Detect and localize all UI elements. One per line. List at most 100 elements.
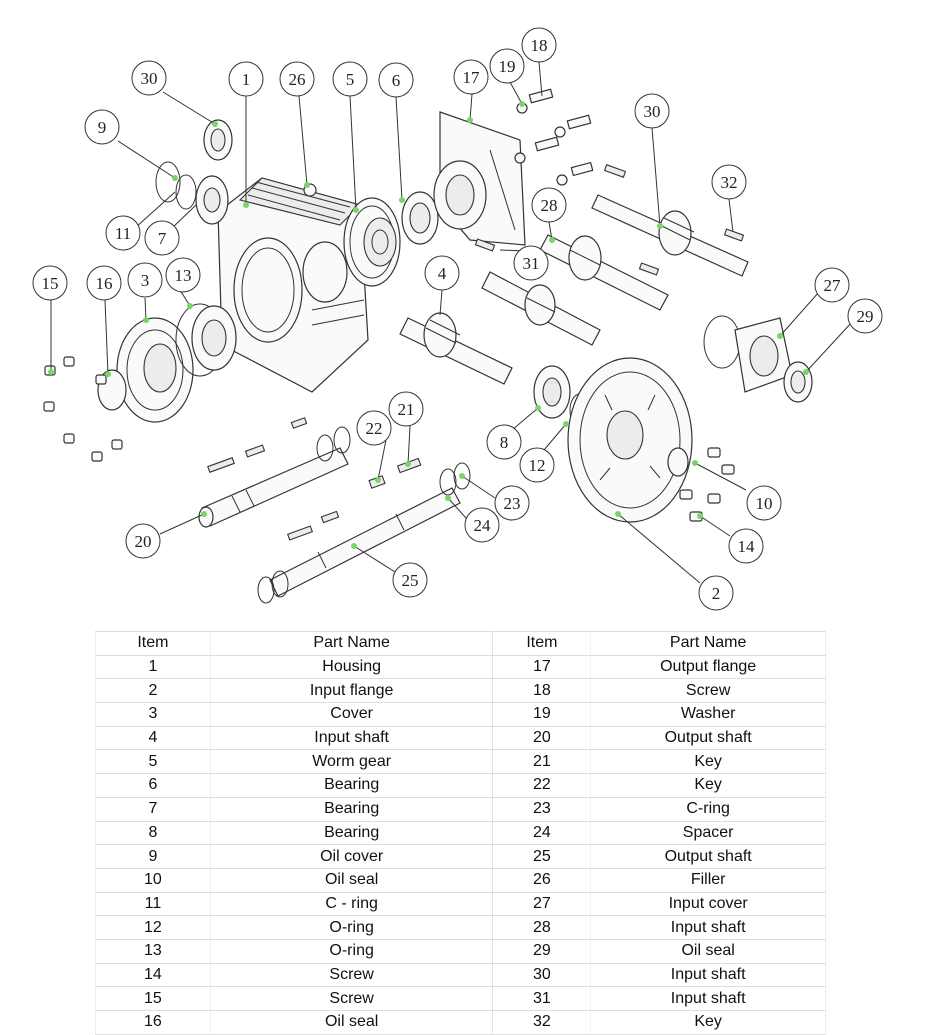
callout-17: 17 <box>453 59 489 95</box>
item-number: 17 <box>492 655 591 680</box>
part-name: Oil cover <box>209 844 494 869</box>
callout-6: 6 <box>378 62 414 98</box>
screws-washers-18-19 <box>514 88 594 186</box>
callout-label: 21 <box>398 400 415 419</box>
callout-3: 3 <box>127 262 163 298</box>
callout-label: 8 <box>500 433 509 452</box>
callout-label: 27 <box>824 276 842 295</box>
callout-label: 18 <box>531 36 548 55</box>
item-number: 22 <box>492 773 591 798</box>
item-number: 5 <box>95 749 211 775</box>
callout-13: 13 <box>165 257 201 293</box>
callout-14: 14 <box>728 528 764 564</box>
part-name: Input shaft <box>590 963 826 988</box>
item-number: 23 <box>492 797 591 822</box>
part-name: Key <box>590 1010 826 1035</box>
callout-label: 19 <box>499 57 516 76</box>
item-number: 18 <box>492 678 591 704</box>
callout-label: 11 <box>115 224 131 243</box>
callout-15: 15 <box>32 265 68 301</box>
header-part-name-left: Part Name <box>209 631 494 656</box>
callout-29: 29 <box>847 298 883 334</box>
input-flange-part <box>567 357 693 523</box>
part-name: Screw <box>590 678 826 704</box>
item-number: 16 <box>95 1010 211 1035</box>
part-name: Cover <box>209 702 494 727</box>
item-number: 14 <box>95 963 211 988</box>
callout-11: 11 <box>105 215 141 251</box>
part-name: Worm gear <box>209 749 494 775</box>
callout-4: 4 <box>424 255 460 291</box>
part-name: Bearing <box>209 821 494 846</box>
callout-7: 7 <box>144 220 180 256</box>
o-ring-large <box>703 315 741 369</box>
header-item-right: Item <box>492 631 591 656</box>
item-number: 1 <box>95 655 211 680</box>
callout-label: 9 <box>98 118 107 137</box>
output-shaft-20-part <box>198 417 351 528</box>
callout-32: 32 <box>711 164 747 200</box>
part-name: O-ring <box>209 939 494 964</box>
callout-label: 30 <box>644 102 661 121</box>
item-number: 12 <box>95 915 211 940</box>
part-name: Screw <box>209 986 494 1011</box>
callout-label: 22 <box>366 419 383 438</box>
callout-30-right: 30 <box>634 93 670 129</box>
callout-label: 31 <box>523 254 540 273</box>
callout-label: 7 <box>158 229 167 248</box>
item-number: 6 <box>95 773 211 798</box>
item-number: 15 <box>95 986 211 1011</box>
callout-31: 31 <box>513 245 549 281</box>
callout-16: 16 <box>86 265 122 301</box>
item-number: 13 <box>95 939 211 964</box>
callout-label: 10 <box>756 494 773 513</box>
leader-lines <box>50 61 853 584</box>
callout-label: 25 <box>402 571 419 590</box>
item-number: 24 <box>492 821 591 846</box>
oil-seal-29-part <box>783 361 813 403</box>
input-shaft-31 <box>481 271 601 346</box>
worm-gear-part <box>343 197 401 287</box>
callout-19: 19 <box>489 48 525 84</box>
part-name: Oil seal <box>209 1010 494 1035</box>
callout-label: 14 <box>738 537 756 556</box>
callout-label: 20 <box>135 532 152 551</box>
part-name: Key <box>590 773 826 798</box>
item-number: 28 <box>492 915 591 940</box>
callout-1: 1 <box>228 61 264 97</box>
callout-label: 32 <box>721 173 738 192</box>
item-number: 3 <box>95 702 211 727</box>
item-number: 2 <box>95 678 211 704</box>
callout-5: 5 <box>332 61 368 97</box>
input-shaft-30-upper <box>591 164 749 277</box>
item-number: 11 <box>95 892 211 917</box>
part-name: Housing <box>209 655 494 680</box>
part-name: Input shaft <box>209 726 494 751</box>
header-part-name-right: Part Name <box>590 631 826 656</box>
bearing-6-part <box>401 191 439 245</box>
item-number: 9 <box>95 844 211 869</box>
part-name: C - ring <box>209 892 494 917</box>
part-name: Input flange <box>209 678 494 704</box>
part-name: O-ring <box>209 915 494 940</box>
item-number: 20 <box>492 726 591 751</box>
exploded-gearbox-diagram: 30 1 26 5 6 17 19 18 30 32 9 11 7 28 31 … <box>32 27 883 611</box>
part-name: Spacer <box>590 821 826 846</box>
part-name: Output flange <box>590 655 826 680</box>
callout-label: 29 <box>857 307 874 326</box>
input-shaft-28 <box>474 234 669 311</box>
item-number: 4 <box>95 726 211 751</box>
part-name: Input shaft <box>590 915 826 940</box>
